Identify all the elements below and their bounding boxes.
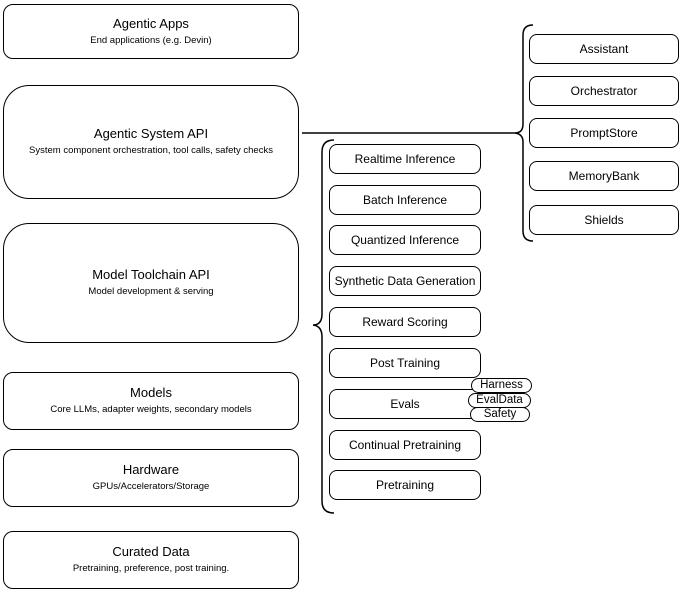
node-label: Continual Pretraining	[348, 438, 462, 452]
node-model-toolchain-api: Model Toolchain API Model development & …	[3, 223, 299, 343]
node-pretraining: Pretraining	[329, 470, 481, 500]
node-subtitle: Pretraining, preference, post training.	[72, 563, 230, 575]
node-shields: Shields	[529, 205, 679, 235]
node-subtitle: GPUs/Accelerators/Storage	[92, 481, 210, 493]
node-synthetic-data-generation: Synthetic Data Generation	[329, 266, 481, 296]
tag-label: EvalData	[476, 393, 523, 406]
node-label: Orchestrator	[570, 84, 638, 98]
node-title: Model Toolchain API	[92, 267, 210, 283]
tag-label: Harness	[480, 378, 523, 391]
node-label: Synthetic Data Generation	[334, 274, 476, 288]
node-label: MemoryBank	[568, 169, 640, 183]
node-promptstore: PromptStore	[529, 118, 679, 148]
node-label: Evals	[390, 397, 420, 411]
node-label: Shields	[584, 213, 624, 227]
node-models: Models Core LLMs, adapter weights, secon…	[3, 372, 299, 430]
node-agentic-apps: Agentic Apps End applications (e.g. Devi…	[3, 4, 299, 59]
node-label: Assistant	[579, 42, 629, 56]
tag-label: Safety	[483, 407, 517, 420]
node-post-training: Post Training	[329, 348, 481, 378]
node-curated-data: Curated Data Pretraining, preference, po…	[3, 531, 299, 589]
node-subtitle: System component orchestration, tool cal…	[29, 145, 273, 157]
node-label: Pretraining	[375, 478, 435, 492]
node-subtitle: Core LLMs, adapter weights, secondary mo…	[50, 404, 252, 416]
tag-evaldata: EvalData	[468, 393, 531, 408]
node-continual-pretraining: Continual Pretraining	[329, 430, 481, 460]
node-evals: Evals	[329, 389, 481, 419]
node-assistant: Assistant	[529, 34, 679, 64]
node-label: Quantized Inference	[350, 233, 460, 247]
node-quantized-inference: Quantized Inference	[329, 225, 481, 255]
node-title: Agentic Apps	[113, 15, 189, 31]
node-label: Reward Scoring	[362, 315, 448, 329]
node-memorybank: MemoryBank	[529, 161, 679, 191]
node-title: Models	[130, 385, 172, 401]
node-label: Post Training	[369, 356, 441, 370]
node-batch-inference: Batch Inference	[329, 185, 481, 215]
node-title: Agentic System API	[93, 126, 209, 142]
node-orchestrator: Orchestrator	[529, 76, 679, 106]
node-title: Hardware	[122, 462, 180, 478]
node-reward-scoring: Reward Scoring	[329, 307, 481, 337]
node-subtitle: End applications (e.g. Devin)	[90, 34, 212, 46]
tag-safety: Safety	[470, 407, 530, 422]
node-agentic-system-api: Agentic System API System component orch…	[3, 85, 299, 199]
node-label: Batch Inference	[362, 193, 448, 207]
node-hardware: Hardware GPUs/Accelerators/Storage	[3, 449, 299, 507]
node-label: PromptStore	[570, 126, 638, 140]
node-label: Realtime Inference	[354, 152, 456, 166]
node-subtitle: Model development & serving	[88, 286, 214, 298]
node-title: Curated Data	[112, 544, 190, 560]
node-realtime-inference: Realtime Inference	[329, 144, 481, 174]
tag-harness: Harness	[471, 378, 532, 393]
